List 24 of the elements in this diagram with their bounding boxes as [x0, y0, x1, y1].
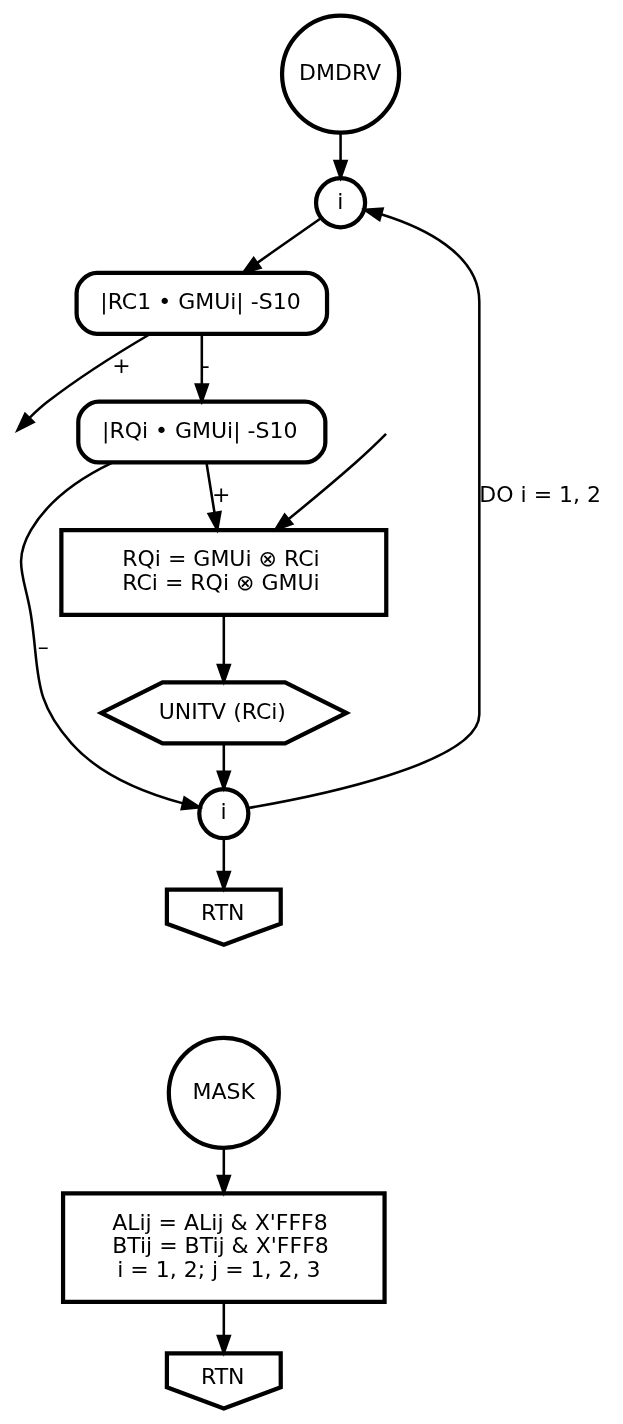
arrow — [216, 838, 232, 893]
node-box: |RQi • GMUi| -S10 — [76, 399, 328, 465]
node-circle: MASK — [166, 1035, 281, 1150]
node-box: ALij = ALij & X'FFF8 BTij = BTij & X'FFF8 i = 1, 2; j = 1, 2, 3 — [60, 1191, 387, 1304]
node-box: RQi = GMUi ⊗ RCi RCi = RQi ⊗ GMUi — [59, 528, 389, 617]
node-box: |RC1 • GMUi| -S10 — [74, 270, 330, 336]
edge-label: + — [112, 353, 131, 379]
arrow — [216, 1147, 232, 1197]
edge-label: - — [201, 353, 210, 379]
arrow — [205, 462, 222, 534]
arrow — [216, 1302, 232, 1357]
arrow — [216, 615, 232, 686]
edge-label: + — [211, 482, 231, 508]
arrow — [194, 334, 210, 406]
arrow — [272, 433, 387, 533]
arrow — [332, 132, 349, 182]
arrow — [247, 207, 481, 810]
edge-label: DO i = 1, 2 — [479, 482, 602, 508]
edge-label: – — [37, 634, 49, 660]
node-circle: DMDRV — [279, 13, 402, 135]
arrow — [19, 461, 204, 811]
arrow — [216, 743, 232, 793]
node-circle: i — [197, 786, 251, 841]
node-circle: i — [313, 176, 368, 230]
